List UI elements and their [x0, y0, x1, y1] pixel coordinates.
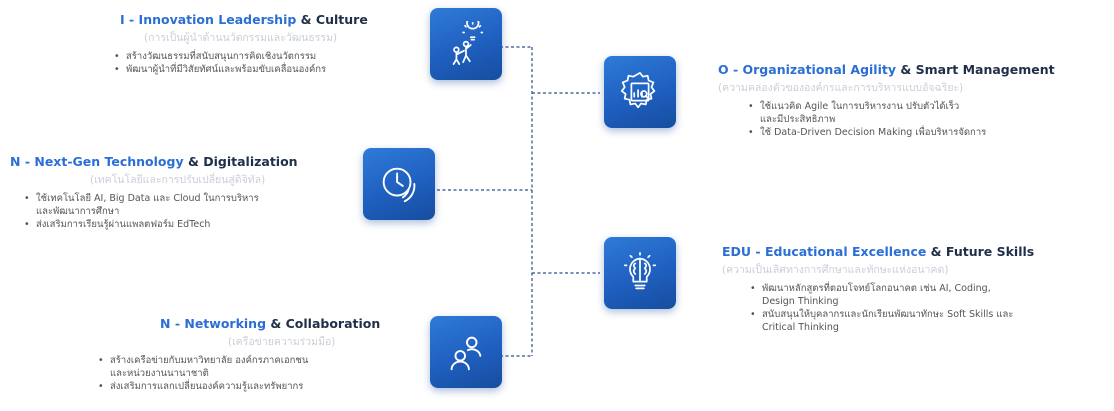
leadership-icon	[430, 8, 502, 80]
bullet-item: พัฒนาหลักสูตรที่ตอบโจทย์โลกอนาคต เช่น AI…	[748, 282, 1107, 308]
item-bullets: สร้างวัฒนธรรมที่สนับสนุนการคิดเชิงนวัตกร…	[90, 50, 420, 76]
bullet-item: ใช้แนวคิด Agile ในการบริหารงาน ปรับตัวได…	[746, 100, 1108, 126]
item-bullets: สร้างเครือข่ายกับมหาวิทยาลัย องค์กรภาคเอ…	[80, 354, 420, 393]
item-title: EDU - Educational Excellence & Future Sk…	[722, 244, 1035, 259]
item-subtitle: (เทคโนโลยีและการปรับเปลี่ยนสู่ดิจิทัล)	[90, 174, 266, 186]
item-title: N - Networking & Collaboration	[160, 316, 381, 331]
item-title: N - Next-Gen Technology & Digitalization	[10, 154, 298, 169]
item-innovation-leadership: I - Innovation Leadership & Culture (การ…	[90, 12, 420, 76]
analytics-gear-icon	[604, 56, 676, 128]
item-next-gen-technology: N - Next-Gen Technology & Digitalization…	[10, 154, 355, 231]
item-organizational-agility: O - Organizational Agility & Smart Manag…	[718, 62, 1108, 139]
bullet-item: ส่งเสริมการแลกเปลี่ยนองค์ความรู้และทรัพย…	[96, 380, 420, 393]
item-bullets: ใช้เทคโนโลยี AI, Big Data และ Cloud ในกา…	[10, 192, 355, 231]
item-networking: N - Networking & Collaboration (เครือข่า…	[80, 316, 420, 393]
bullet-item: ส่งเสริมการเรียนรู้ผ่านแพลตฟอร์ม EdTech	[22, 218, 355, 231]
item-educational-excellence: EDU - Educational Excellence & Future Sk…	[722, 244, 1107, 334]
bullet-item: สนับสนุนให้บุคลากรและนักเรียนพัฒนาทักษะ …	[748, 308, 1107, 334]
brain-bulb-icon	[604, 237, 676, 309]
bullet-item: สร้างวัฒนธรรมที่สนับสนุนการคิดเชิงนวัตกร…	[112, 50, 420, 63]
item-bullets: พัฒนาหลักสูตรที่ตอบโจทย์โลกอนาคต เช่น AI…	[722, 282, 1107, 334]
item-title: O - Organizational Agility & Smart Manag…	[718, 62, 1055, 77]
item-subtitle: (ความคล่องตัวขององค์กรและการบริหารแบบอัจ…	[718, 82, 964, 94]
item-title: I - Innovation Leadership & Culture	[120, 12, 368, 27]
bullet-item: ใช้เทคโนโลยี AI, Big Data และ Cloud ในกา…	[22, 192, 355, 218]
item-bullets: ใช้แนวคิด Agile ในการบริหารงาน ปรับตัวได…	[718, 100, 1108, 139]
bullet-item: พัฒนาผู้นำที่มีวิสัยทัศน์และพร้อมขับเคลื…	[112, 63, 420, 76]
item-subtitle: (การเป็นผู้นำด้านนวัตกรรมและวัฒนธรรม)	[144, 32, 338, 44]
clock-icon	[363, 148, 435, 220]
bullet-item: สร้างเครือข่ายกับมหาวิทยาลัย องค์กรภาคเอ…	[96, 354, 420, 380]
item-subtitle: (เครือข่ายความร่วมมือ)	[228, 336, 336, 348]
bullet-item: ใช้ Data-Driven Decision Making เพื่อบริ…	[746, 126, 1108, 139]
item-subtitle: (ความเป็นเลิศทางการศึกษาและทักษะแห่งอนาค…	[722, 264, 949, 276]
people-icon	[430, 316, 502, 388]
